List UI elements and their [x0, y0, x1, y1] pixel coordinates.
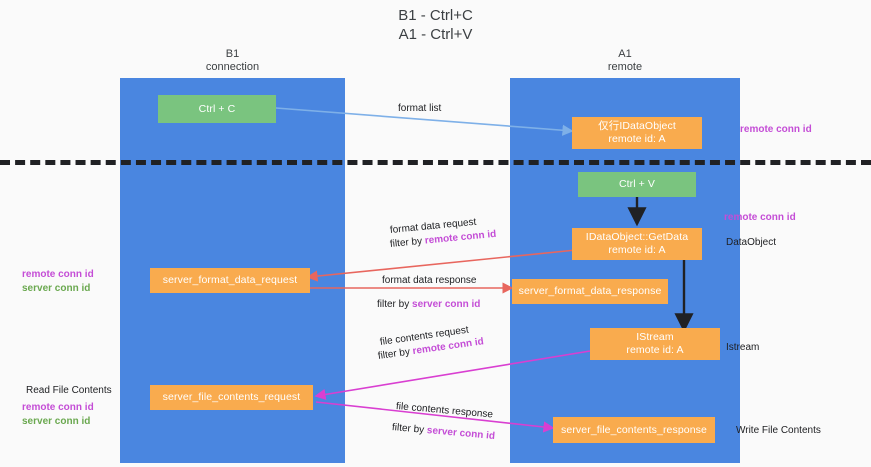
annotation-left-bottom-remote-conn-id: remote conn id	[22, 402, 94, 413]
column-header-right: A1 remote	[607, 48, 643, 73]
box-server-format-data-response[interactable]: server_format_data_response	[512, 279, 668, 304]
box-ctrl-v[interactable]: Ctrl + V	[578, 172, 696, 197]
filter-by-prefix: filter by	[391, 422, 428, 437]
section-divider	[0, 160, 871, 165]
box-server-file-contents-response[interactable]: server_file_contents_response	[553, 417, 715, 443]
keyword-server-conn-id: server conn id	[426, 425, 496, 442]
edge-label-format-list: format list	[398, 103, 442, 114]
edge-label-file-contents-response-filter: filter by server conn id	[391, 421, 496, 443]
box-server-file-contents-request[interactable]: server_file_contents_request	[150, 385, 313, 410]
filter-by-prefix: filter by	[389, 235, 426, 250]
annotation-left-bottom-server-conn-id: server conn id	[22, 416, 91, 427]
annotation-remote-conn-id-mid-text: remote conn id	[724, 212, 796, 223]
annotation-left-remote-conn-id: remote conn id	[22, 269, 94, 280]
edge-label-format-data-response: format data response	[382, 274, 477, 287]
box-idataobject-top[interactable]: 仅行IDataObject remote id: A	[572, 117, 702, 149]
keyword-server-conn-id: server conn id	[412, 299, 481, 310]
annotation-read-file-contents: Read File Contents	[26, 385, 112, 396]
annotation-dataobject: DataObject	[726, 237, 777, 248]
annotation-left-conn-ids: remote conn id server conn id	[22, 268, 94, 296]
annotation-remote-conn-id-top-text: remote conn id	[740, 124, 812, 135]
annotation-left-server-conn-id: server conn id	[22, 283, 91, 294]
box-istream[interactable]: IStream remote id: A	[590, 328, 720, 360]
edge-label-file-contents-response: file contents response	[395, 400, 494, 421]
annotation-write-file-contents: Write File Contents	[736, 425, 821, 436]
annotation-remote-conn-id-mid: remote conn id	[724, 211, 796, 225]
filter-by-prefix: filter by	[377, 346, 414, 362]
edge-label-file-contents-response-text: file contents response	[395, 401, 494, 421]
filter-by-prefix: filter by	[377, 299, 413, 310]
box-idataobject-getdata[interactable]: IDataObject::GetData remote id: A	[572, 228, 702, 260]
page-title: B1 - Ctrl+C A1 - Ctrl+V	[398, 7, 473, 43]
box-ctrl-c[interactable]: Ctrl + C	[158, 95, 276, 123]
edge-label-format-data-response-filter: filter by server conn id	[377, 298, 480, 311]
annotation-remote-conn-id-top: remote conn id	[740, 123, 812, 137]
column-header-left: B1 connection	[205, 48, 260, 73]
annotation-istream: Istream	[726, 342, 760, 353]
edge-label-format-data-response-text: format data response	[382, 275, 477, 286]
annotation-left-bottom-conn-ids: remote conn id server conn id	[22, 401, 94, 429]
box-server-format-data-request[interactable]: server_format_data_request	[150, 268, 310, 293]
